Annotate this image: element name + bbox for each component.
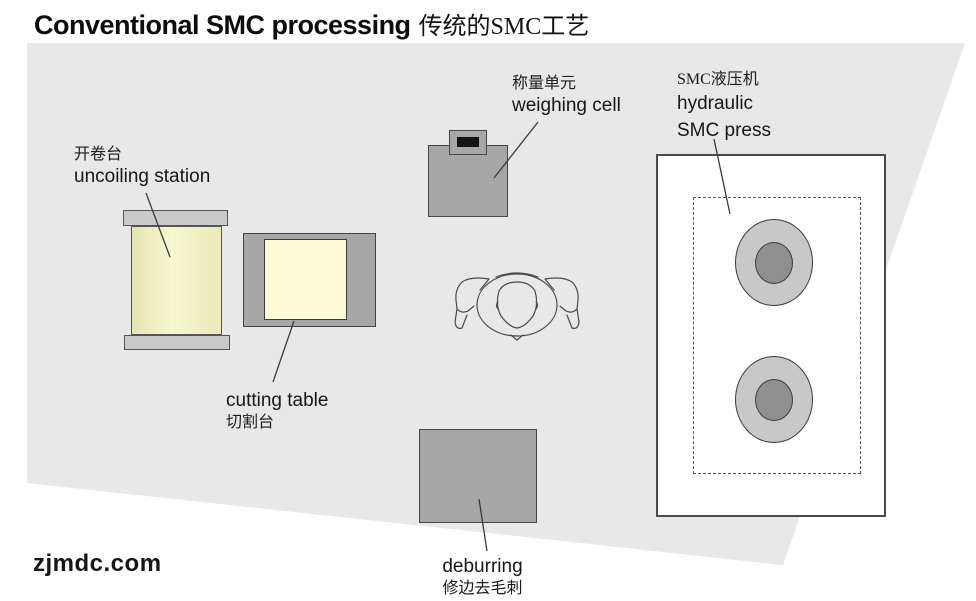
uncoiling-roll-bottom-cap (124, 335, 230, 350)
press-cavity-1-inner (755, 242, 793, 284)
label-uncoiling-en: uncoiling station (74, 166, 211, 187)
weighing-cell-body (428, 145, 508, 217)
label-deburring-zh: 修边去毛刺 (442, 580, 523, 597)
label-cutting-table: cutting table 切割台 (226, 389, 328, 433)
title-english: Conventional SMC processing (34, 10, 411, 40)
label-deburring-en: deburring (442, 556, 523, 577)
watermark-text: zjmdc.com (33, 550, 162, 577)
label-uncoiling-station: 开卷台 uncoiling station (74, 145, 210, 189)
label-cutting-zh: 切割台 (226, 414, 275, 431)
label-press-zh: SMC液压机 (677, 71, 759, 88)
press-cavity-2-inner (755, 379, 793, 421)
weighing-cell-display (457, 137, 479, 147)
label-press-en-line2: SMC press (677, 120, 771, 141)
label-deburring: deburring 修边去毛刺 (400, 555, 565, 599)
label-weighing-zh: 称量单元 (512, 75, 577, 92)
uncoiling-roll-top-cap (123, 210, 228, 226)
page-title: Conventional SMC processing 传统的SMC工艺 (34, 6, 589, 41)
title-chinese: 传统的SMC工艺 (418, 14, 590, 40)
label-press-en-line1: hydraulic (677, 93, 754, 114)
label-weighing-cell: 称量单元 weighing cell (512, 74, 621, 118)
uncoiling-roll-body (131, 226, 222, 335)
label-uncoiling-zh: 开卷台 (74, 146, 123, 163)
deburring-station-box (419, 429, 537, 523)
label-weighing-en: weighing cell (512, 95, 621, 116)
press-outline (656, 154, 886, 517)
press-mold-area (693, 197, 861, 474)
label-cutting-en: cutting table (226, 390, 329, 411)
molded-part-drawing (454, 272, 580, 341)
label-hydraulic-press: SMC液压机 hydraulic SMC press (677, 70, 771, 144)
cutting-table-sheet (264, 239, 347, 320)
